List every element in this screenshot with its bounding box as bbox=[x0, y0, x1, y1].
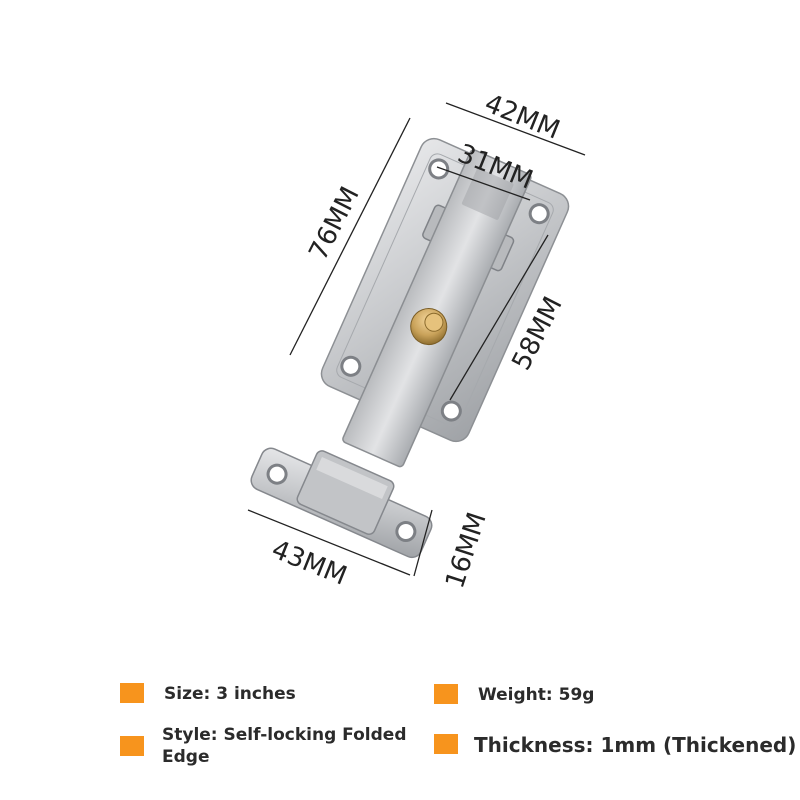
spec-weight-text: Weight: 59g bbox=[478, 685, 595, 705]
screw-hole bbox=[528, 203, 550, 225]
keeper-screw-hole bbox=[266, 463, 288, 485]
latch-plate bbox=[320, 137, 570, 468]
spec-size-text: Size: 3 inches bbox=[164, 684, 296, 704]
keeper-screw-hole bbox=[395, 521, 417, 543]
bullet-square bbox=[434, 684, 458, 704]
brass-knob[interactable] bbox=[405, 303, 453, 351]
dimension-lines bbox=[247, 102, 586, 577]
dim-label-43mm: 43MM bbox=[267, 535, 351, 592]
keeper-bracket bbox=[250, 447, 433, 559]
spec-thickness-text: Thickness: 1mm (Thickened) bbox=[474, 733, 797, 757]
bullet-square bbox=[434, 734, 458, 754]
spec-weight: Weight: 59g bbox=[434, 684, 594, 706]
bullet-square bbox=[120, 683, 144, 703]
spec-style-line1: Style: Self-locking Folded bbox=[162, 725, 407, 745]
screw-hole bbox=[340, 355, 362, 377]
spec-thickness: Thickness: 1mm (Thickened) bbox=[434, 734, 796, 756]
dim-label-42mm: 42MM bbox=[480, 89, 564, 146]
screw-hole bbox=[440, 400, 462, 422]
spec-style-text: Style: Self-locking Folded Edge bbox=[162, 724, 406, 768]
screw-hole bbox=[428, 158, 450, 180]
spec-size: Size: 3 inches bbox=[120, 683, 296, 705]
spec-style-line2: Edge bbox=[162, 747, 210, 767]
dim-label-16mm: 16MM bbox=[440, 509, 493, 592]
spec-style: Style: Self-locking Folded Edge bbox=[120, 724, 406, 768]
sliding-bolt bbox=[342, 149, 532, 468]
bullet-square bbox=[120, 736, 144, 756]
